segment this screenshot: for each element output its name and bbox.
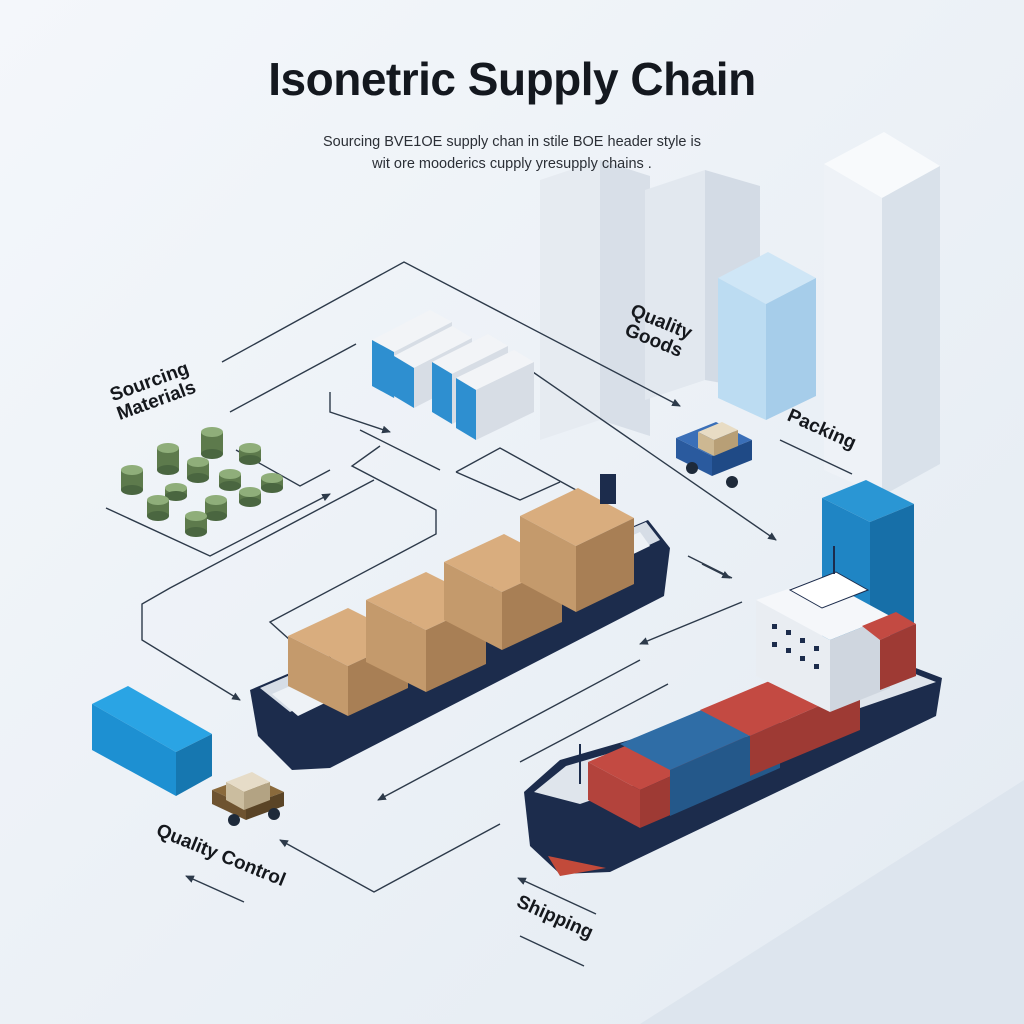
flow-arrow-icon <box>221 261 681 407</box>
material-drum-icon <box>201 427 223 459</box>
flow-arrow-icon <box>377 659 641 801</box>
flow-line <box>779 439 853 475</box>
subtitle-line-2: wit ore mooderics cupply yresupply chain… <box>372 156 652 172</box>
delivery-cart-icon <box>676 422 752 488</box>
flow-line <box>455 471 561 501</box>
cargo-box-icon <box>520 488 634 612</box>
material-drum-icon <box>185 511 207 537</box>
material-drum-icon <box>205 495 227 521</box>
material-drums <box>121 427 283 537</box>
material-drum-icon <box>157 443 179 475</box>
material-drum-icon <box>261 473 283 493</box>
material-drum-icon <box>219 469 241 491</box>
bridge-windows <box>772 624 819 669</box>
material-drum-icon <box>239 443 261 465</box>
flow-arrow-icon <box>529 369 777 541</box>
container-ship-icon <box>524 546 942 876</box>
storage-block <box>92 686 212 796</box>
flow-line <box>359 429 441 471</box>
flow-line <box>519 683 669 763</box>
flow-arrow-icon <box>279 823 501 893</box>
flow-line <box>455 447 577 491</box>
goods-stacks <box>372 310 534 440</box>
flow-arrow-icon <box>185 875 245 903</box>
flow-arrow-icon <box>329 392 391 434</box>
flow-line <box>229 343 357 413</box>
flow-arrow-icon <box>639 601 743 645</box>
flow-arrow-icon <box>701 563 731 579</box>
material-drum-icon <box>147 495 169 521</box>
flow-line <box>268 445 437 641</box>
delivery-cart-icon <box>212 772 284 826</box>
flow-arrow-icon <box>141 479 375 701</box>
material-drum-icon <box>165 483 187 501</box>
floor-shadow <box>640 780 1024 1024</box>
page-title: Isonetric Supply Chain <box>268 53 756 105</box>
warehouse-building-icon <box>540 132 940 664</box>
material-drum-icon <box>239 487 261 507</box>
flow-arrow-icon <box>105 493 331 557</box>
cargo-box-icon <box>456 350 534 440</box>
subtitle-line-1: Sourcing BVE1OE supply chan in stile BOE… <box>323 134 701 150</box>
material-drum-icon <box>121 465 143 495</box>
cargo-ship-icon <box>250 474 670 770</box>
material-drum-icon <box>187 457 209 483</box>
flow-lines <box>105 261 853 967</box>
flow-arrow-icon <box>517 877 597 915</box>
crew-figure <box>600 474 616 504</box>
flow-line <box>519 935 585 967</box>
